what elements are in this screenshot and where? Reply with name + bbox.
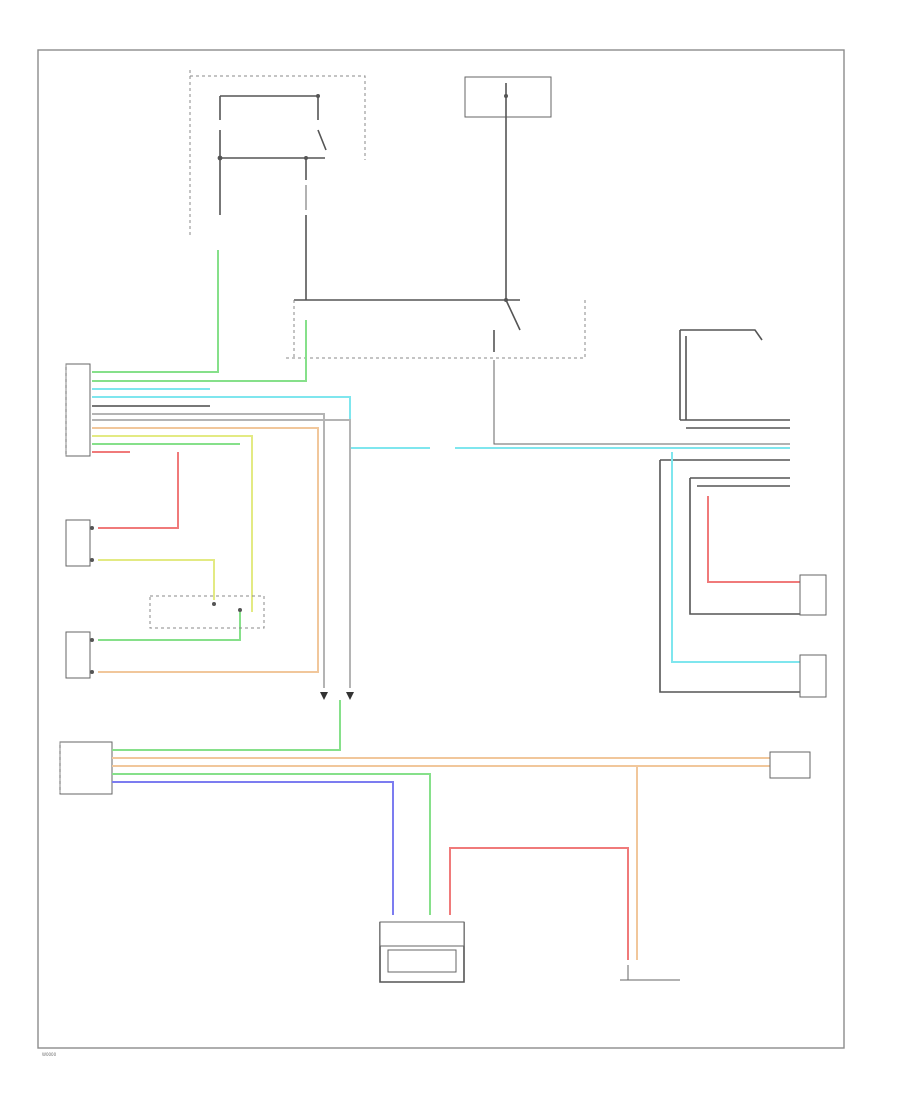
wire-blue-actuator <box>112 781 394 915</box>
fuse-relay-block <box>189 70 366 300</box>
connector-right-lower <box>769 751 811 779</box>
wire-yellow-1 <box>92 435 253 612</box>
connector-arrow-left <box>320 692 328 700</box>
wire-red-sensor <box>98 452 179 529</box>
ground-point <box>620 965 680 981</box>
wire-green-2 <box>92 320 307 382</box>
wire-red-actuator <box>449 847 629 960</box>
sensor-lower <box>65 631 94 679</box>
wire-green-lower <box>112 700 341 751</box>
sensor-upper <box>65 519 94 567</box>
wire-gray-1 <box>92 413 325 688</box>
control-relay <box>285 298 790 445</box>
wire-tan-1 <box>92 427 319 673</box>
wire-gray-2 <box>92 419 351 688</box>
connector-arrow-right <box>346 692 354 700</box>
wire-yellow-sensor <box>98 559 215 600</box>
footer-code: W0000 <box>42 1052 57 1057</box>
wire-cyan-2 <box>92 396 430 449</box>
actuator-motor <box>379 921 465 983</box>
joint-connector <box>149 595 265 629</box>
fuse-box-top <box>464 76 552 300</box>
wire-green-actuator <box>112 773 431 915</box>
ecm-connector <box>65 363 91 457</box>
control-unit-lower <box>59 741 113 795</box>
diagram-border <box>37 49 845 1049</box>
wire-green-sensor <box>98 612 241 641</box>
right-module <box>659 329 827 698</box>
wire-green-top <box>92 250 219 373</box>
